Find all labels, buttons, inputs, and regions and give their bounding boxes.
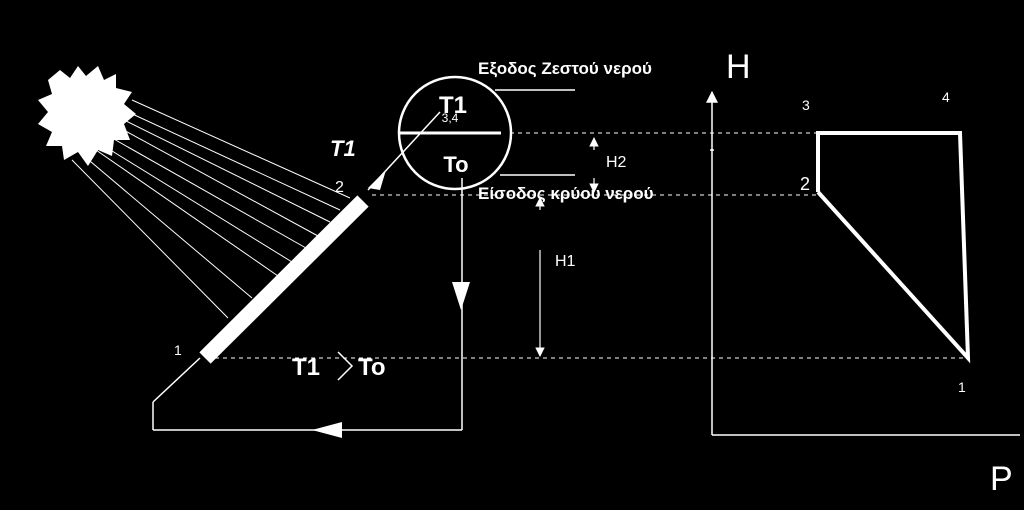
- graph-point-3: 3: [802, 97, 810, 113]
- x-axis-label: P: [990, 460, 1013, 498]
- level-lines: [215, 132, 965, 359]
- tank-top-temp: T1: [439, 92, 467, 119]
- sun-icon: [38, 66, 136, 166]
- comparison-right: To: [358, 354, 386, 381]
- h1-label: H1: [555, 253, 576, 270]
- h-p-curve: [816, 131, 971, 364]
- graph-axes: [706, 90, 1020, 436]
- flow-arrows: [312, 170, 470, 438]
- solar-collector: [199, 195, 369, 364]
- greater-than-sign: [337, 351, 354, 381]
- point-1-label: 1: [174, 342, 182, 358]
- tank-connections: [495, 89, 575, 176]
- tank-mark: 3,4: [442, 111, 459, 125]
- circulation-pipes: [152, 111, 463, 431]
- sun-rays: [71, 99, 351, 319]
- tank-bottom-temp: To: [443, 152, 468, 177]
- comparison-left: T1: [292, 354, 320, 381]
- graph-point-4: 4: [942, 89, 950, 105]
- pipe-t1-label: T1: [330, 136, 356, 161]
- graph-point-2: 2: [800, 174, 810, 194]
- cold-water-inlet-label: Είσοδος κρύου νερού: [478, 184, 654, 203]
- y-axis-label: H: [726, 48, 751, 86]
- storage-tank: T1 3,4 To: [397, 75, 513, 191]
- point-2-label: 2: [335, 179, 344, 196]
- graph-point-1: 1: [958, 379, 966, 395]
- hot-water-outlet-label: Εξοδος Ζεστού νερού: [478, 59, 652, 78]
- h2-label: H2: [606, 154, 627, 171]
